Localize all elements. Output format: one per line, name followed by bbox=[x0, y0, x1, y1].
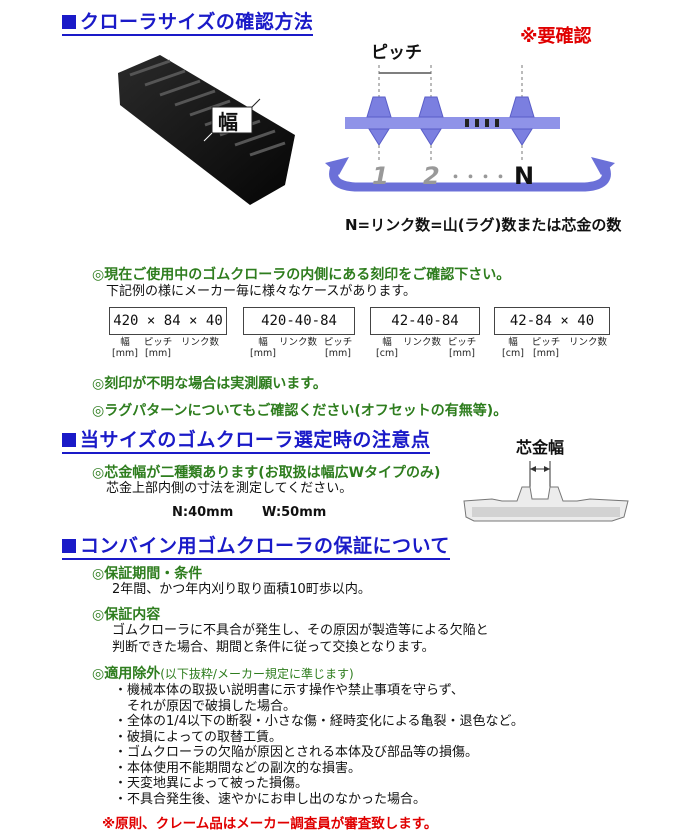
width-label: 幅 bbox=[218, 110, 238, 134]
code-label: ピッチ bbox=[531, 337, 561, 348]
code-labels-4: 幅 ピッチリンク数 [cm] [mm] bbox=[500, 337, 610, 359]
lug-number-n: N bbox=[514, 162, 535, 190]
rubber-crawler-illustration bbox=[118, 55, 295, 205]
n-type-size: N:40mm bbox=[172, 505, 234, 520]
inscription-heading: ◎現在ご使用中のゴムクローラの内側にある刻印をご確認下さい。 bbox=[92, 267, 511, 283]
note-unknown-inscription: ◎刻印が不明な場合は実測願います。 bbox=[92, 376, 327, 392]
link-formula: N=リンク数=山(ラグ)数または芯金の数 bbox=[345, 216, 622, 234]
pitch-link-diagram bbox=[325, 65, 615, 192]
must-check-label: ※要確認 bbox=[520, 26, 592, 47]
section-title-size-check: クローラサイズの確認方法 bbox=[62, 10, 314, 36]
note-lug-pattern: ◎ラグパターンについてもご確認ください(オフセットの有無等)。 bbox=[92, 403, 508, 419]
code-unit: [mm] bbox=[533, 348, 559, 359]
exclusion-heading: ◎適用除外(以下抜粋/メーカー規定に準じます) bbox=[92, 663, 354, 683]
exclusion-item: ・天変地異によって被った損傷。 bbox=[114, 776, 308, 791]
warranty-content-line-1: ゴムクローラに不具合が発生し、その原因が製造等による欠陥と bbox=[112, 623, 489, 638]
code-example-1: 420 × 84 × 40 bbox=[109, 307, 227, 335]
section-title-text: コンバイン用ゴムクローラの保証について bbox=[80, 535, 450, 557]
exclusion-item: それが原因で破損した場合。 bbox=[114, 698, 297, 714]
pitch-label: ピッチ bbox=[371, 43, 422, 63]
square-bullet-icon bbox=[62, 15, 76, 29]
section-title-text: 当サイズのゴムクローラ選定時の注意点 bbox=[80, 429, 431, 451]
code-unit: [mm] bbox=[112, 348, 138, 359]
exclusion-item: ・本体使用不能期間などの副次的な損害。 bbox=[114, 760, 362, 776]
exclusion-heading-text: ◎適用除外 bbox=[92, 666, 161, 682]
section-title-warranty: コンバイン用ゴムクローラの保証について bbox=[62, 534, 450, 560]
code-example-2: 420-40-84 bbox=[243, 307, 355, 335]
warranty-content-line-2: 判断できた場合、期間と条件に従って交換となります。 bbox=[112, 640, 435, 655]
warranty-period-heading: ◎保証期間・条件 bbox=[92, 566, 203, 582]
exclusion-item: ・不具合発生後、速やかにお申し出のなかった場合。 bbox=[114, 791, 427, 807]
exclusion-item: ・全体の1/4以下の断裂・小さな傷・経時変化による亀裂・退色など。 bbox=[114, 714, 524, 729]
core-metal-diagram bbox=[463, 461, 629, 522]
lug-number-1: 1 bbox=[372, 162, 389, 190]
core-width-label: 芯金幅 bbox=[516, 438, 565, 457]
square-bullet-icon bbox=[62, 433, 76, 447]
warranty-content-heading: ◎保証内容 bbox=[92, 607, 161, 623]
code-unit: [mm] bbox=[145, 348, 171, 359]
inscription-subtext: 下記例の様にメーカー毎に様々なケースがあります。 bbox=[106, 284, 417, 299]
exclusion-list: ・機械本体の取扱い説明書に示す操作や禁止事項を守らず、 それが原因で破損した場合… bbox=[114, 683, 524, 807]
code-label: リンク数 bbox=[180, 337, 219, 348]
code-label: 幅 bbox=[508, 337, 518, 348]
section-title-selection: 当サイズのゴムクローラ選定時の注意点 bbox=[62, 428, 431, 454]
code-label: 幅 bbox=[382, 337, 392, 348]
claim-footer-note: ※原則、クレーム品はメーカー調査員が審査致します。 bbox=[102, 816, 438, 832]
code-label: リンク数 bbox=[402, 337, 441, 348]
code-label: ピッチ bbox=[447, 337, 477, 348]
code-unit: [mm] bbox=[250, 348, 276, 359]
code-unit: [cm] bbox=[376, 348, 398, 359]
code-label: リンク数 bbox=[278, 337, 317, 348]
core-width-subtext: 芯金上部内側の寸法を測定してください。 bbox=[106, 481, 353, 496]
lug-ellipsis: ・・・・ bbox=[448, 168, 509, 186]
code-unit: [cm] bbox=[502, 348, 524, 359]
code-unit: [mm] bbox=[325, 348, 351, 359]
code-label: 幅 bbox=[258, 337, 268, 348]
code-label: リンク数 bbox=[568, 337, 607, 348]
code-label: 幅 bbox=[120, 337, 130, 348]
exclusion-subheading: (以下抜粋/メーカー規定に準じます) bbox=[160, 667, 354, 681]
code-example-4: 42-84 × 40 bbox=[494, 307, 610, 335]
code-unit: [mm] bbox=[449, 348, 475, 359]
code-labels-2: 幅リンク数ピッチ [mm] [mm] bbox=[250, 337, 356, 359]
section-title-text: クローラサイズの確認方法 bbox=[80, 11, 314, 33]
code-label: ピッチ bbox=[143, 337, 173, 348]
exclusion-item: ・機械本体の取扱い説明書に示す操作や禁止事項を守らず、 bbox=[114, 683, 464, 698]
warranty-period-text: 2年間、かつ年内刈り取り面積10町歩以内。 bbox=[112, 582, 371, 597]
square-bullet-icon bbox=[62, 539, 76, 553]
code-labels-1: 幅 ピッチリンク数 [mm] [mm] bbox=[112, 337, 222, 359]
exclusion-item: ・ゴムクローラの欠陥が原因とされる本体及び部品等の損傷。 bbox=[114, 745, 479, 760]
lug-number-2: 2 bbox=[423, 162, 440, 190]
exclusion-item: ・破損によっての取替工賃。 bbox=[114, 729, 282, 745]
core-width-heading: ◎芯金幅が二種類あります(お取扱は幅広Wタイプのみ) bbox=[92, 465, 441, 481]
code-labels-3: 幅リンク数ピッチ [cm] [mm] bbox=[374, 337, 480, 359]
code-example-3: 42-40-84 bbox=[370, 307, 480, 335]
code-label: ピッチ bbox=[323, 337, 353, 348]
w-type-size: W:50mm bbox=[262, 505, 327, 520]
